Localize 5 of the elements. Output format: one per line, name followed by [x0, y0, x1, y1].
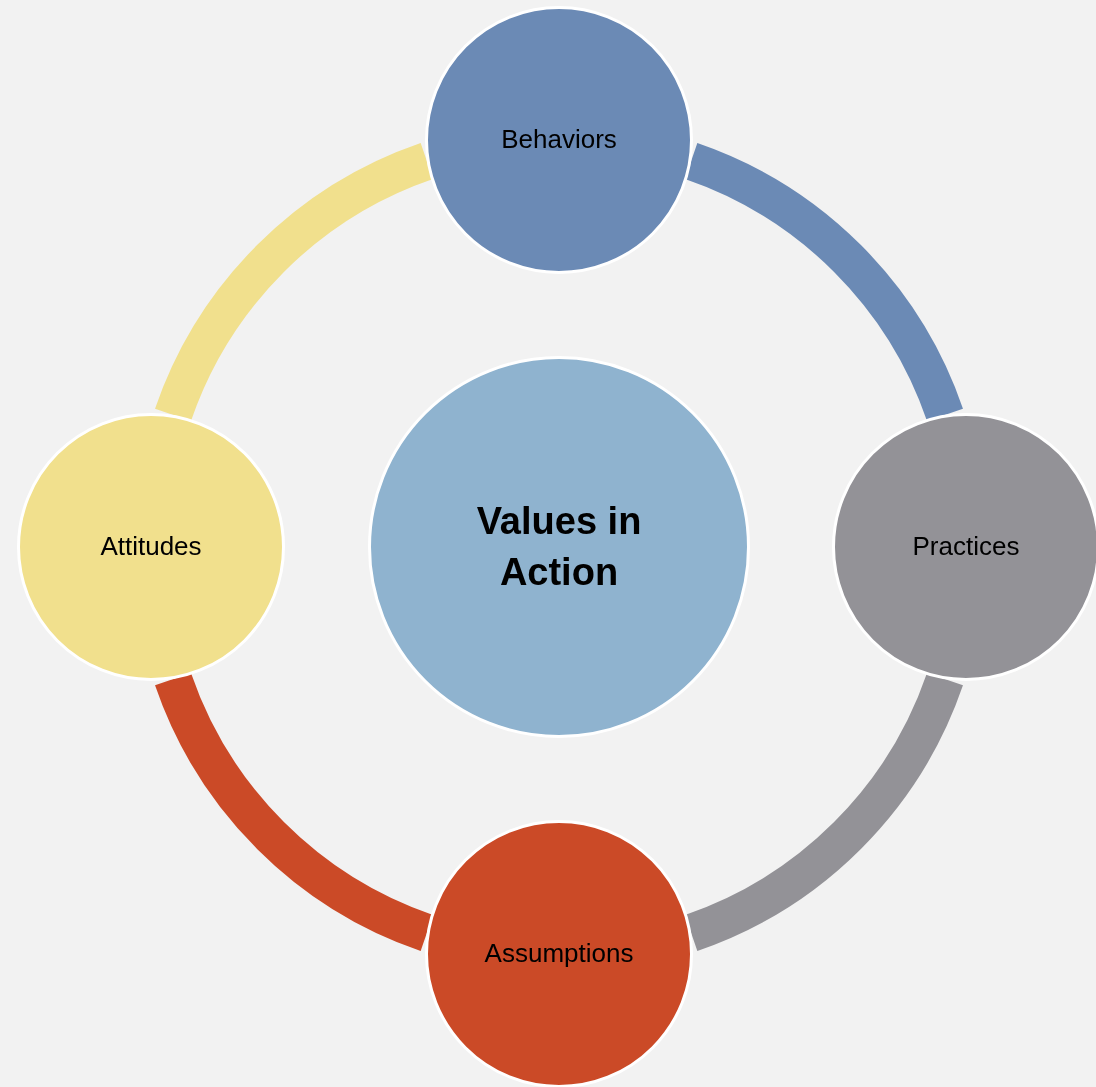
node-label: Attitudes	[100, 530, 202, 564]
node-label: Practices	[912, 530, 1020, 564]
node-label: Values in Action	[475, 498, 643, 595]
node-label: Behaviors	[501, 123, 617, 157]
node-label: Assumptions	[484, 937, 634, 971]
